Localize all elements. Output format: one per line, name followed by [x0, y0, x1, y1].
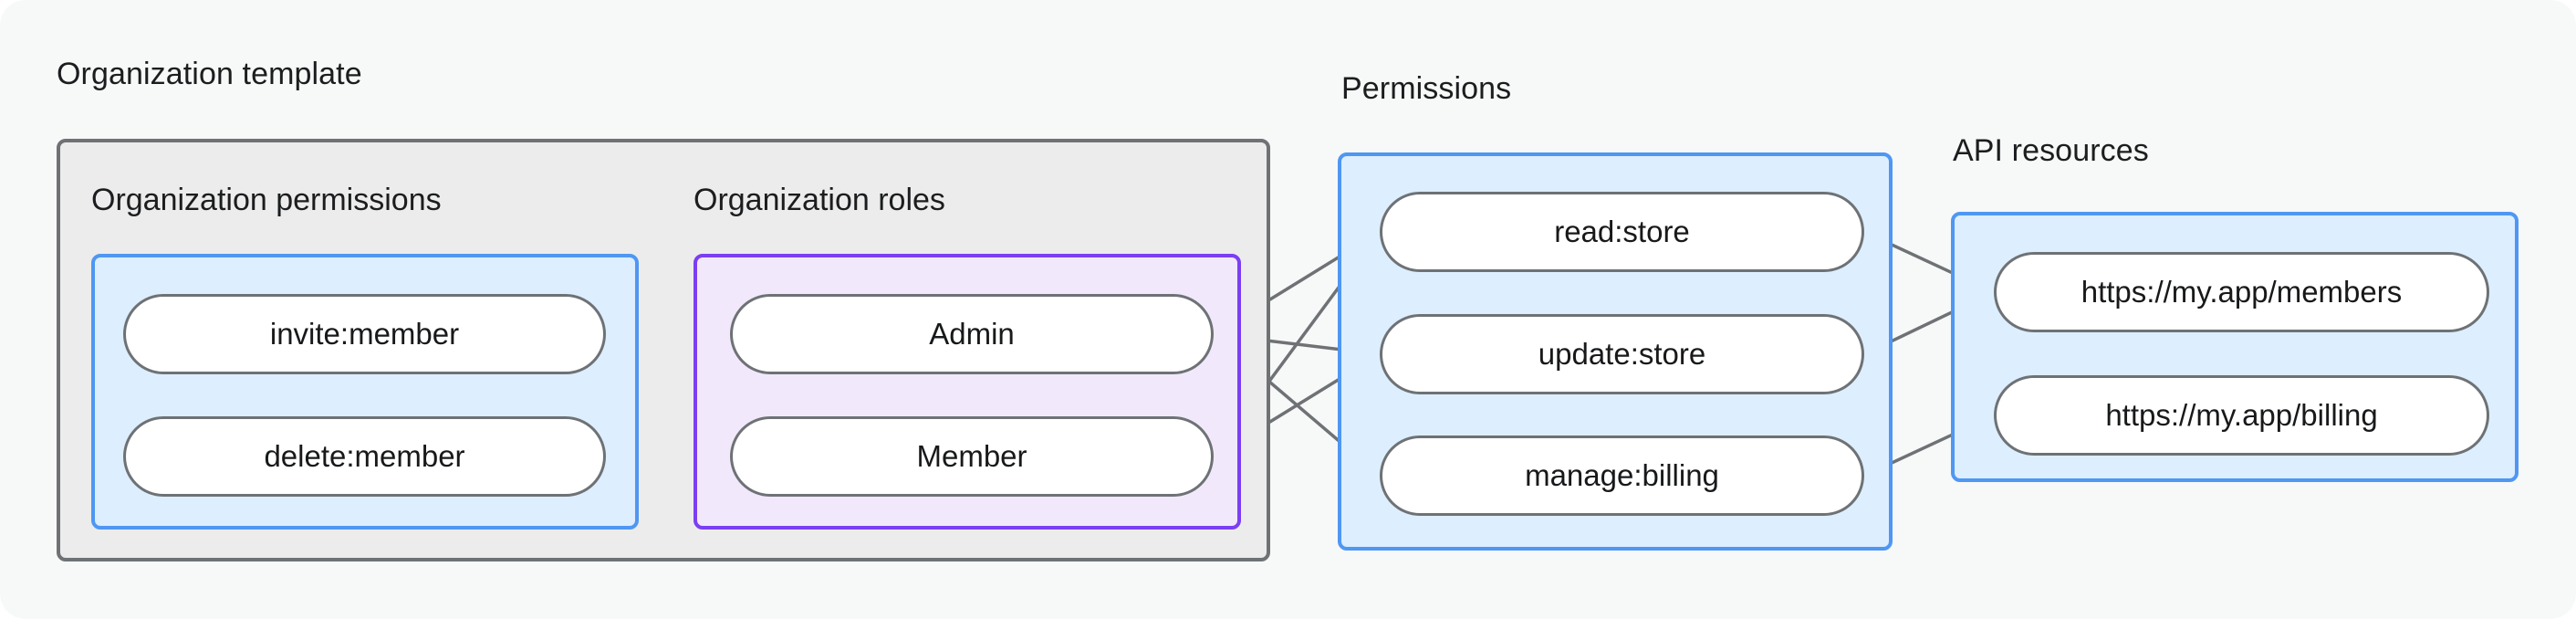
node-invite-member[interactable]: invite:member — [123, 294, 606, 374]
node-members-url[interactable]: https://my.app/members — [1994, 252, 2489, 332]
subgroup-label-organization-permissions: Organization permissions — [91, 183, 442, 217]
node-member[interactable]: Member — [730, 416, 1214, 497]
node-delete-member[interactable]: delete:member — [123, 416, 606, 497]
group-label-organization-template: Organization template — [57, 57, 362, 91]
node-update-store[interactable]: update:store — [1380, 314, 1864, 394]
subgroup-label-organization-roles: Organization roles — [694, 183, 945, 217]
node-admin[interactable]: Admin — [730, 294, 1214, 374]
node-read-store[interactable]: read:store — [1380, 192, 1864, 272]
node-billing-url[interactable]: https://my.app/billing — [1994, 375, 2489, 456]
group-label-permissions: Permissions — [1341, 71, 1512, 106]
group-label-api-resources: API resources — [1953, 133, 2149, 168]
node-manage-billing[interactable]: manage:billing — [1380, 435, 1864, 516]
